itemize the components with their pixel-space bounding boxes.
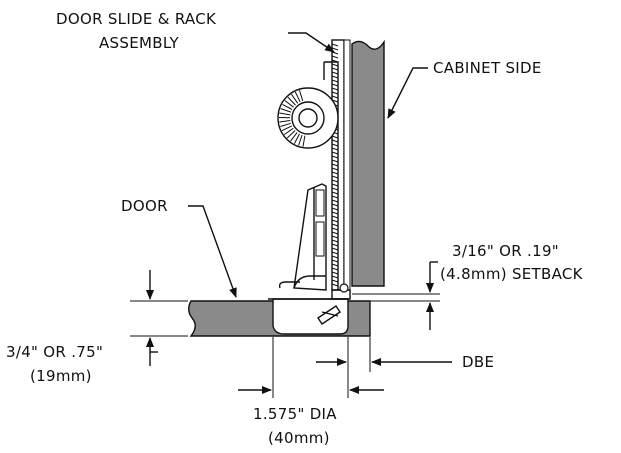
gear-wheel [277, 87, 339, 149]
door-slide-rack-assembly [323, 39, 351, 291]
diameter-label-line2: (40mm) [268, 429, 330, 447]
door-leader-line [188, 205, 237, 298]
thickness-label-line1: 3/4" OR .75" [6, 343, 103, 361]
dbe-dimension [316, 337, 452, 398]
slide-label-line2: ASSEMBLY [99, 34, 179, 52]
thickness-label-line2: (19mm) [30, 367, 92, 385]
setback-label-line1: 3/16" OR .19" [452, 242, 559, 260]
setback-dimension [352, 261, 440, 330]
hinge-arm [278, 183, 327, 291]
hinge-cup [268, 283, 351, 335]
door-label: DOOR [121, 197, 168, 215]
cabinet-leader-line [387, 67, 428, 119]
setback-label-line2: (4.8mm) SETBACK [440, 265, 584, 283]
dbe-label: DBE [462, 353, 494, 371]
slide-label-line1: DOOR SLIDE & RACK [56, 10, 217, 28]
cabinet-side-panel [351, 39, 385, 287]
thickness-dimension [130, 270, 188, 366]
slide-leader-line [288, 32, 335, 53]
diameter-dimension [238, 337, 384, 398]
cabinet-side-label: CABINET SIDE [433, 59, 542, 77]
diameter-label-line1: 1.575" DIA [253, 405, 337, 423]
